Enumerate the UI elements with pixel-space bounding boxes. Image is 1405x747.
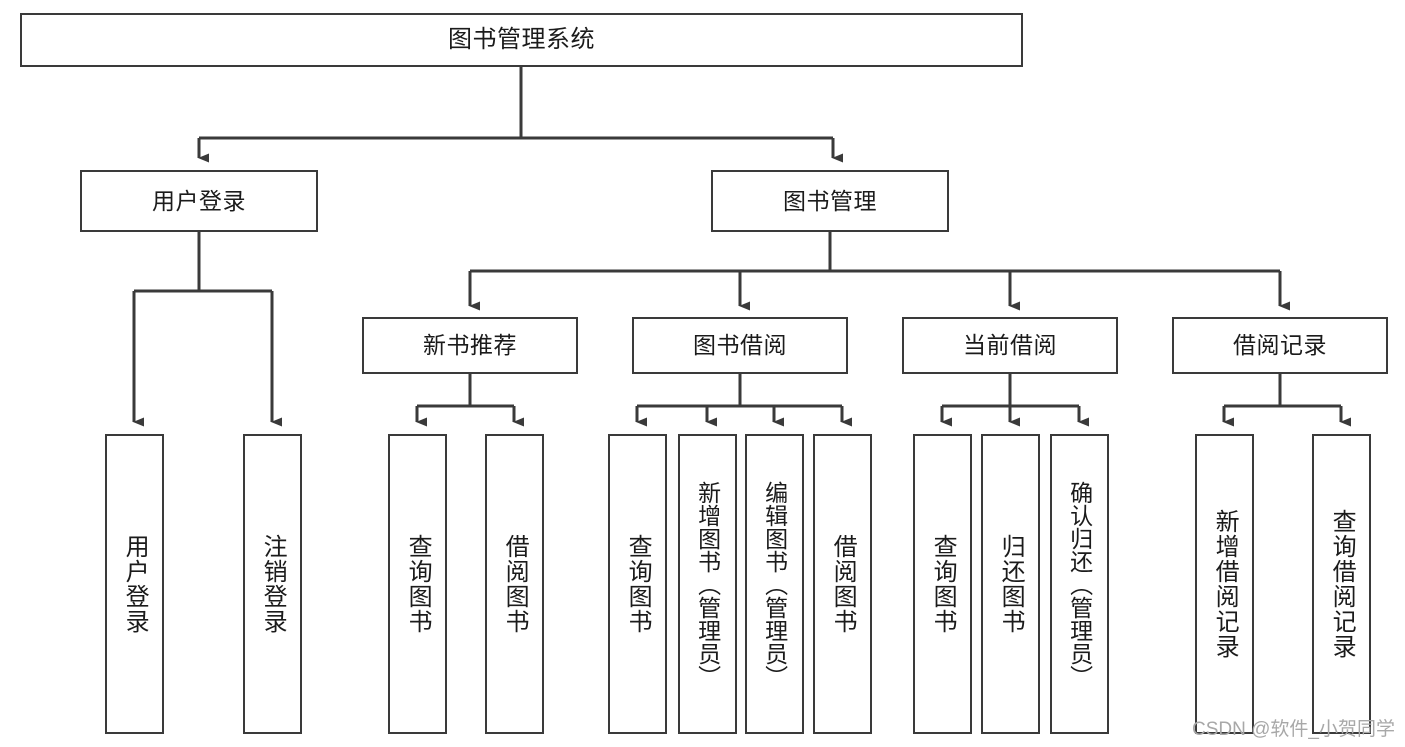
node-label: 新增图书（管理员） xyxy=(694,480,721,688)
node-leaf-query-book-newbook[interactable]: 查询图书 xyxy=(388,434,447,734)
node-label: 注销登录 xyxy=(259,534,287,634)
node-leaf-edit-book-admin[interactable]: 编辑图书（管理员） xyxy=(745,434,804,734)
node-new-book-recommendation[interactable]: 新书推荐 xyxy=(362,317,578,374)
node-label: 归还图书 xyxy=(997,534,1025,634)
node-root-book-management-system[interactable]: 图书管理系统 xyxy=(20,13,1023,67)
watermark-text: CSDN @软件_小贺同学 xyxy=(1192,719,1395,740)
node-label: 用户登录 xyxy=(121,534,149,634)
node-label: 查询图书 xyxy=(404,534,432,634)
node-user-login[interactable]: 用户登录 xyxy=(80,170,318,232)
node-label: 图书借阅 xyxy=(693,332,787,359)
node-label: 借阅图书 xyxy=(829,534,857,634)
node-leaf-logout[interactable]: 注销登录 xyxy=(243,434,302,734)
node-book-borrowing[interactable]: 图书借阅 xyxy=(632,317,848,374)
node-leaf-return-book[interactable]: 归还图书 xyxy=(981,434,1040,734)
node-book-management[interactable]: 图书管理 xyxy=(711,170,949,232)
node-label: 借阅图书 xyxy=(501,534,529,634)
node-leaf-add-book-admin[interactable]: 新增图书（管理员） xyxy=(678,434,737,734)
node-label: 用户登录 xyxy=(152,187,246,214)
node-leaf-add-borrow-record[interactable]: 新增借阅记录 xyxy=(1195,434,1254,734)
node-leaf-query-book-borrow[interactable]: 查询图书 xyxy=(608,434,667,734)
node-label: 新书推荐 xyxy=(423,332,517,359)
node-leaf-confirm-return-admin[interactable]: 确认归还（管理员） xyxy=(1050,434,1109,734)
node-leaf-borrow-book-newbook[interactable]: 借阅图书 xyxy=(485,434,544,734)
node-label: 查询借阅记录 xyxy=(1328,509,1356,659)
node-leaf-user-login[interactable]: 用户登录 xyxy=(105,434,164,734)
node-label: 查询图书 xyxy=(624,534,652,634)
node-label: 图书管理系统 xyxy=(448,26,595,54)
node-label: 编辑图书（管理员） xyxy=(761,480,788,688)
node-label: 确认归还（管理员） xyxy=(1066,480,1093,688)
node-leaf-query-book-current[interactable]: 查询图书 xyxy=(913,434,972,734)
node-label: 当前借阅 xyxy=(963,332,1057,359)
node-label: 查询图书 xyxy=(929,534,957,634)
node-label: 借阅记录 xyxy=(1233,332,1327,359)
node-label: 新增借阅记录 xyxy=(1211,509,1239,659)
node-leaf-borrow-book-borrow[interactable]: 借阅图书 xyxy=(813,434,872,734)
node-current-borrowing[interactable]: 当前借阅 xyxy=(902,317,1118,374)
node-borrowing-record[interactable]: 借阅记录 xyxy=(1172,317,1388,374)
node-label: 图书管理 xyxy=(783,187,877,214)
node-leaf-query-borrow-record[interactable]: 查询借阅记录 xyxy=(1312,434,1371,734)
